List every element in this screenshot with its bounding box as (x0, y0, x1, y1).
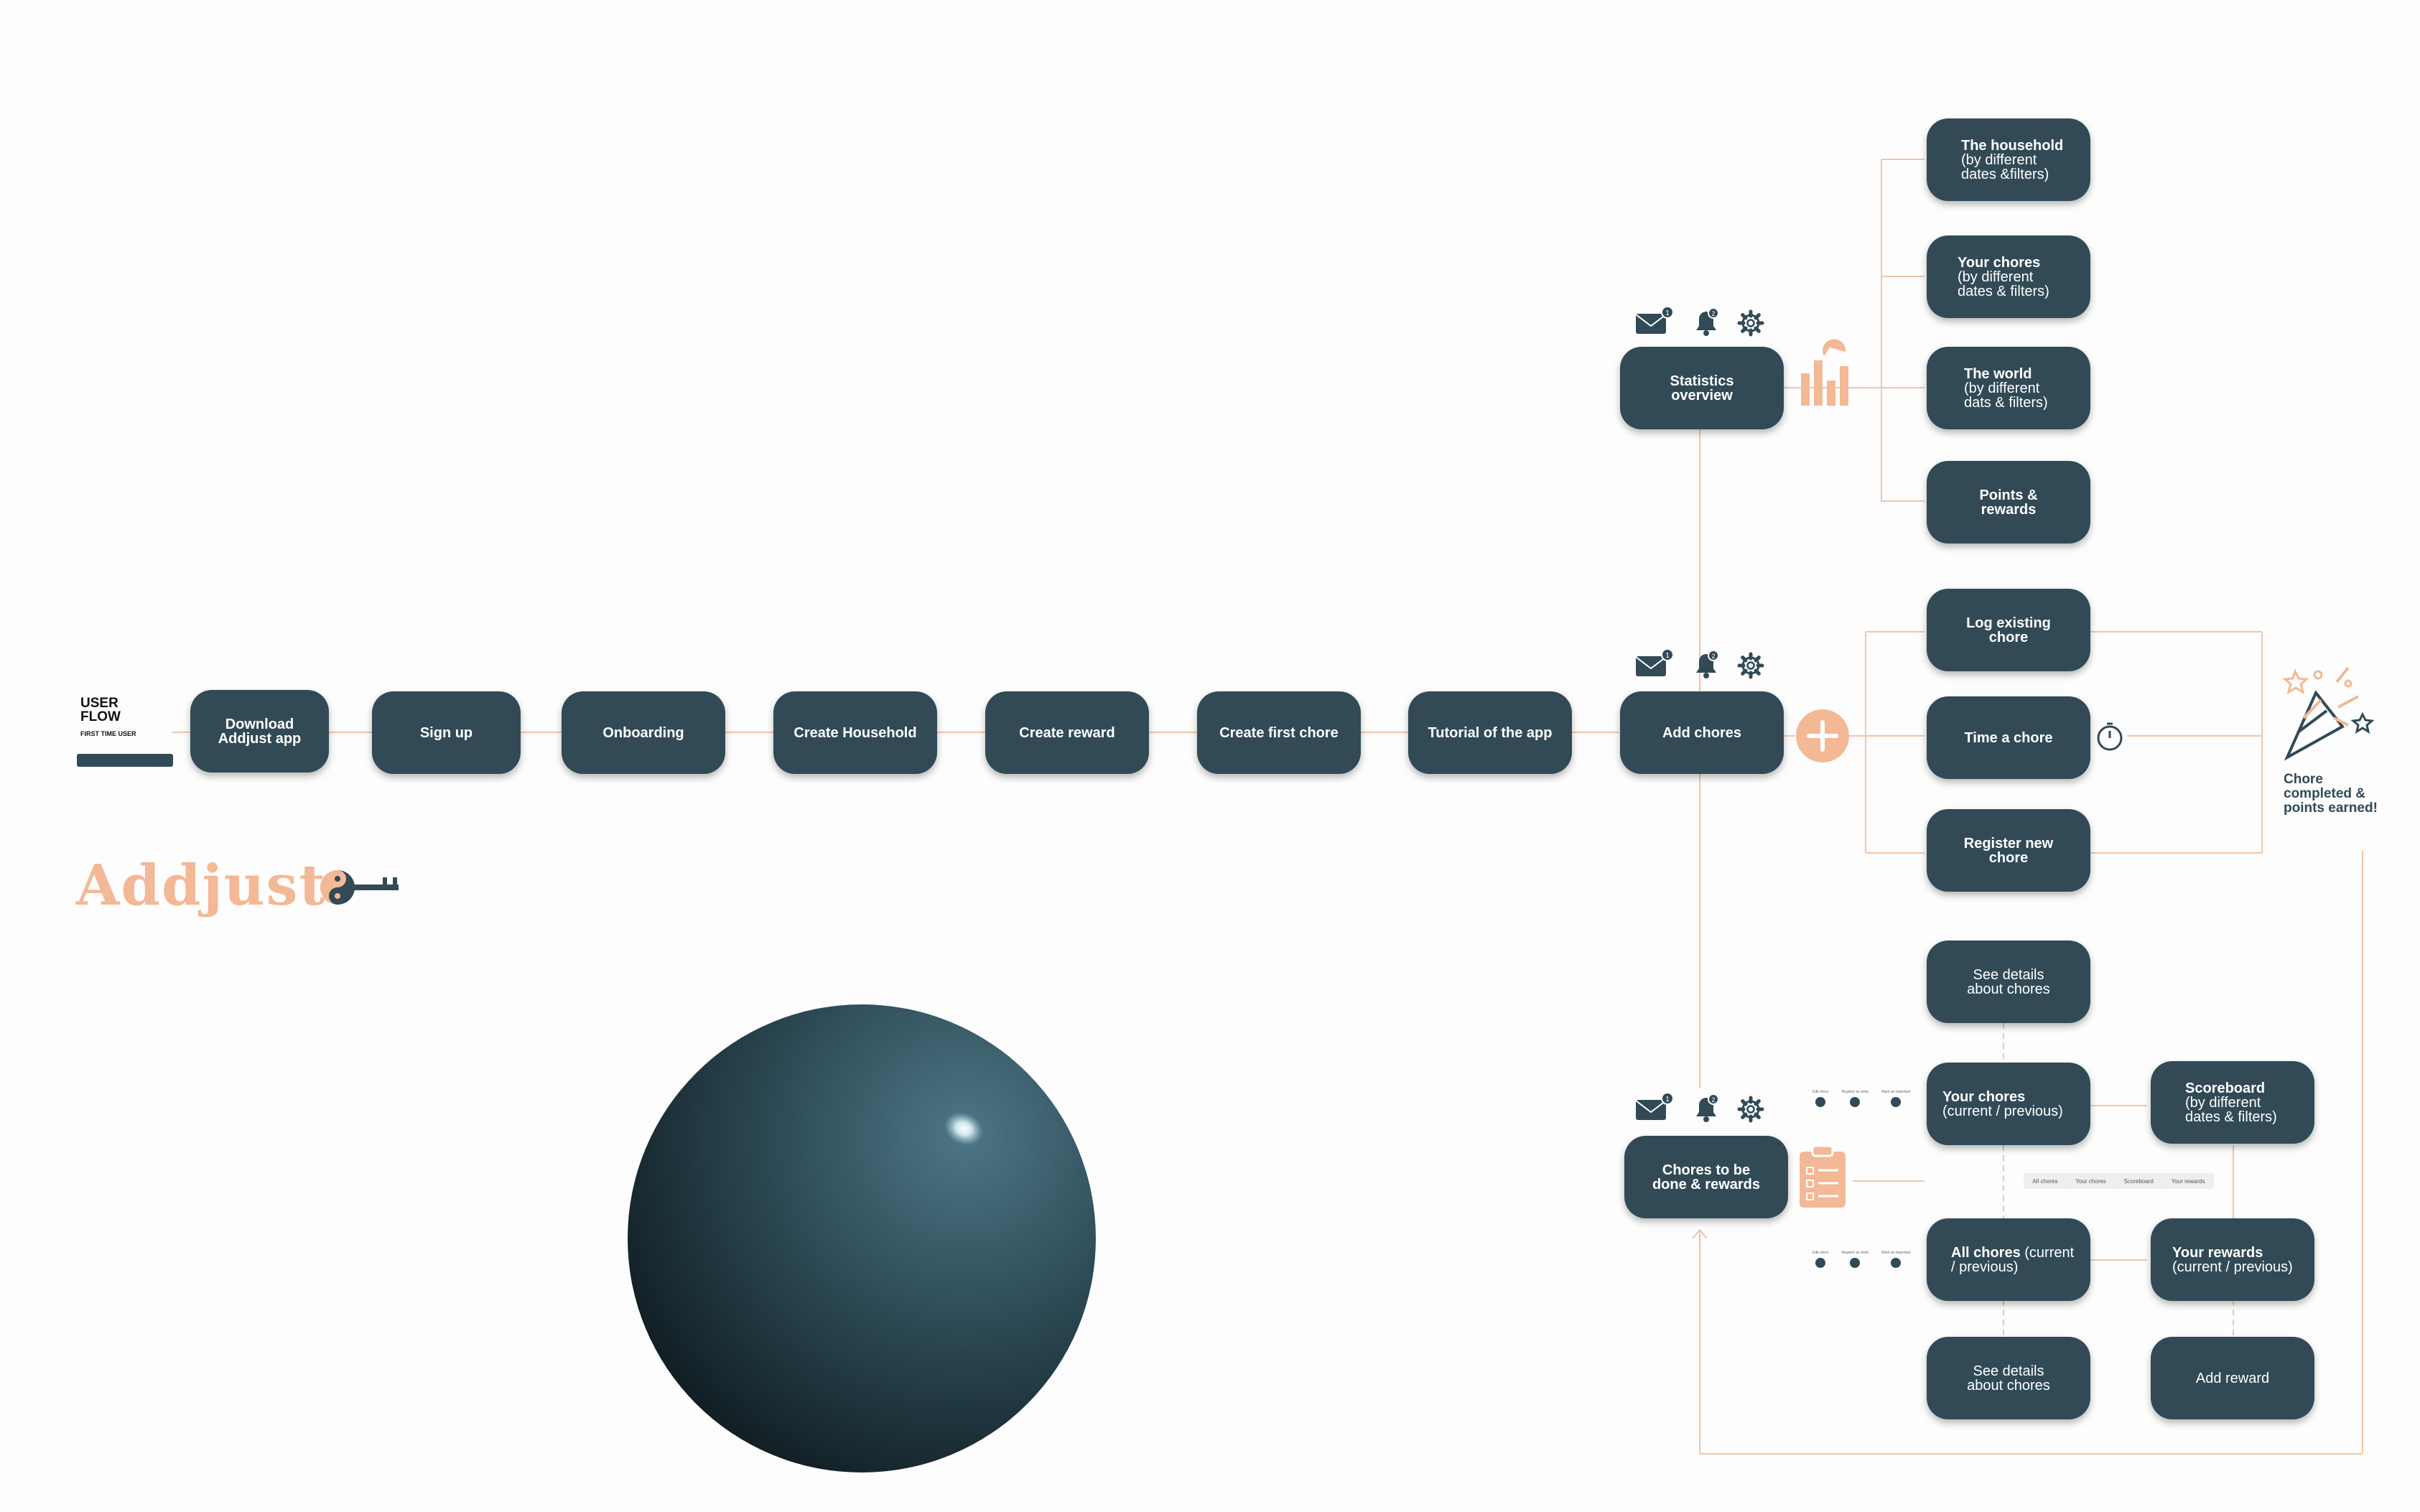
node-signup[interactable]: Sign up (372, 691, 521, 774)
tab-scoreboard[interactable]: Scoreboard (2123, 1177, 2154, 1185)
mail-icon[interactable]: 1 (1635, 306, 1674, 334)
chore-actions-bottom: Edit chore Register as done Mark as impo… (1812, 1251, 1910, 1268)
stopwatch-icon (2097, 722, 2123, 751)
node-onboarding[interactable]: Onboarding (562, 691, 725, 774)
action-edit[interactable]: Edit chore (1812, 1251, 1829, 1268)
tab-all-chores[interactable]: All chores (2032, 1177, 2058, 1185)
bell-badge: 2 (1711, 1096, 1715, 1103)
node-all-chores[interactable]: All chores (current / previous) (1927, 1218, 2090, 1301)
tab-your-rewards[interactable]: Your rewards (2171, 1177, 2205, 1185)
bell-icon[interactable]: 2 (1696, 307, 1719, 336)
user-flow-bar (77, 754, 173, 767)
node-tutorial[interactable]: Tutorial of the app (1408, 691, 1572, 774)
node-your-chores[interactable]: Your chores(current / previous) (1927, 1063, 2090, 1145)
bell-icon[interactable]: 2 (1696, 1093, 1719, 1122)
action-register-done[interactable]: Register as done (1842, 1090, 1868, 1107)
mail-badge: 1 (1665, 1096, 1670, 1103)
mail-badge: 1 (1665, 309, 1670, 317)
node-add-chores[interactable]: Add chores (1620, 691, 1784, 774)
node-your-rewards[interactable]: Your rewards(current / previous) (2151, 1218, 2314, 1301)
title-line-2: FLOW (80, 709, 121, 724)
bell-badge: 2 (1711, 310, 1715, 317)
node-create-household[interactable]: Create Household (773, 691, 937, 774)
node-create-reward[interactable]: Create reward (985, 691, 1149, 774)
mail-icon[interactable]: 1 (1635, 648, 1674, 676)
brand-logo-text: Addjust (76, 853, 327, 918)
plus-icon[interactable] (1796, 709, 1849, 762)
node-create-first-chore[interactable]: Create first chore (1197, 691, 1361, 774)
gear-icon[interactable] (1737, 309, 1764, 337)
action-edit[interactable]: Edit chore (1812, 1090, 1829, 1107)
clipboard-icon (1800, 1144, 1846, 1208)
party-popper-icon (2282, 666, 2375, 761)
node-add-reward[interactable]: Add reward (2151, 1337, 2314, 1419)
tab-strip: All chores Your chores Scoreboard Your r… (2024, 1173, 2214, 1189)
mail-icon[interactable]: 1 (1635, 1092, 1674, 1120)
decorative-sphere (628, 1004, 1096, 1473)
action-mark-important[interactable]: Mark as important (1881, 1251, 1910, 1268)
user-flow-title: USER FLOW (80, 696, 121, 724)
gear-icon[interactable] (1737, 1096, 1764, 1123)
mail-badge: 1 (1665, 652, 1670, 660)
bell-badge: 2 (1711, 653, 1715, 660)
key-icon (320, 870, 399, 905)
bar-chart-icon (1801, 339, 1848, 406)
action-register-done[interactable]: Register as done (1842, 1251, 1868, 1268)
bell-icon[interactable]: 2 (1696, 650, 1719, 678)
node-stats-points[interactable]: Points &rewards (1927, 461, 2090, 543)
user-flow-subtitle: FIRST TIME USER (80, 730, 136, 737)
title-line-1: USER (80, 696, 118, 711)
tab-your-chores[interactable]: Your chores (2075, 1177, 2106, 1185)
node-time-chore[interactable]: Time a chore (1927, 696, 2090, 779)
gear-icon[interactable] (1737, 652, 1764, 679)
action-mark-important[interactable]: Mark as important (1881, 1090, 1910, 1107)
chore-actions-top: Edit chore Register as done Mark as impo… (1812, 1090, 1910, 1107)
